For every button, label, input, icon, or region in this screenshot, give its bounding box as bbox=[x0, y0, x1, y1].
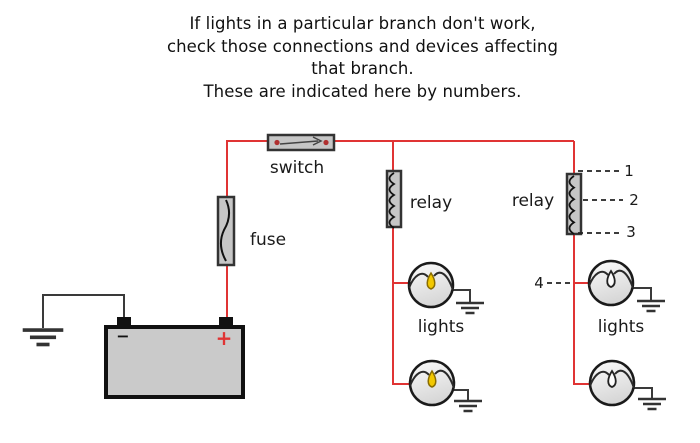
title-line-1: If lights in a particular branch don't w… bbox=[189, 14, 536, 33]
title-line-2: check those connections and devices affe… bbox=[166, 36, 559, 56]
fuse-label: fuse bbox=[249, 230, 287, 250]
switch-component bbox=[266, 133, 336, 152]
ground-wires bbox=[42, 287, 653, 400]
ground-icon bbox=[20, 328, 66, 347]
battery-negative-mark: − bbox=[116, 326, 130, 346]
filament-off-icon bbox=[607, 369, 617, 388]
bulb-right-bottom bbox=[588, 359, 636, 407]
title-line-4: These are indicated here by numbers. bbox=[203, 81, 522, 101]
relay-right-label: relay bbox=[511, 191, 555, 211]
battery-positive-mark: + bbox=[215, 326, 233, 350]
branch-number-3: 3 bbox=[626, 223, 636, 241]
title-line-3: that branch. bbox=[311, 59, 414, 78]
branch-number-4: 4 bbox=[534, 274, 544, 292]
filament-lit-icon bbox=[426, 271, 436, 290]
relay-left-component bbox=[385, 169, 403, 229]
ground-icon bbox=[454, 301, 486, 315]
switch-label: switch bbox=[269, 158, 325, 178]
title: If lights in a particular branch don't w… bbox=[50, 13, 675, 103]
relay-right-component bbox=[565, 172, 583, 236]
ground-icon bbox=[636, 397, 668, 411]
bulb-left-bottom bbox=[408, 359, 456, 407]
fuse-component bbox=[216, 195, 236, 267]
bulb-left-top bbox=[407, 261, 455, 309]
lights-left-label: lights bbox=[417, 317, 465, 337]
ground-icon bbox=[452, 399, 484, 413]
relay-left-label: relay bbox=[409, 193, 453, 213]
filament-off-icon bbox=[606, 269, 616, 288]
filament-lit-icon bbox=[427, 369, 437, 388]
ground-icon bbox=[635, 299, 667, 313]
number-pointer-lines bbox=[547, 170, 623, 284]
lights-right-label: lights bbox=[597, 317, 645, 337]
battery bbox=[104, 317, 245, 399]
branch-number-2: 2 bbox=[629, 191, 639, 209]
bulb-right-top bbox=[587, 259, 635, 307]
branch-number-1: 1 bbox=[624, 162, 634, 180]
